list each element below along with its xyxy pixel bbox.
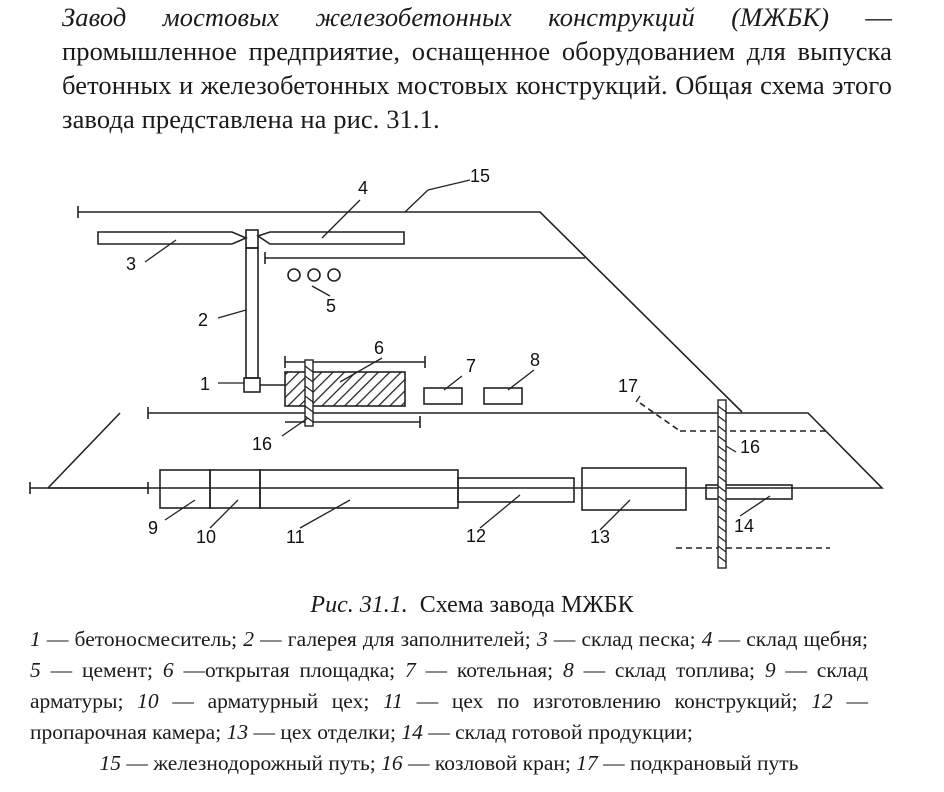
- legend-item-number: 15: [99, 751, 121, 775]
- legend-item-text: —открытая площадка;: [173, 658, 405, 682]
- legend-item-text: — котельная;: [415, 658, 563, 682]
- sand-warehouse: [97, 231, 249, 245]
- railway-lower-diagonal: [47, 412, 121, 489]
- legend-item-text: — арматурный цех;: [158, 689, 384, 713]
- label-8: 8: [530, 350, 540, 370]
- legend-item-text: — пропарочная камера;: [30, 689, 868, 744]
- legend-item-number: 11: [383, 689, 403, 713]
- label-14: 14: [734, 516, 754, 536]
- construction-shop: [259, 469, 459, 509]
- legend-item-text: — козловой кран;: [402, 751, 577, 775]
- legend-item-text: — цемент;: [40, 658, 163, 682]
- legend-item-number: 7: [404, 658, 416, 682]
- legend-item-text: — склад песка;: [547, 627, 702, 651]
- legend-item-number: 6: [162, 658, 174, 682]
- rebar-warehouse: [159, 469, 211, 509]
- label-9: 9: [148, 518, 158, 538]
- crushed-stone-warehouse: [256, 231, 405, 245]
- aggregates-gallery: [245, 247, 259, 379]
- steam-chamber: [457, 477, 575, 503]
- gantry-crane-upper-ties: [304, 365, 314, 423]
- label-5: 5: [326, 296, 336, 316]
- finished-goods-warehouse: [705, 484, 793, 500]
- label-1: 1: [200, 374, 210, 394]
- legend-item-number: 17: [576, 751, 598, 775]
- label-6: 6: [374, 338, 384, 358]
- figure-caption: Рис. 31.1. Схема завода МЖБК: [0, 590, 944, 620]
- gallery-top-node: [245, 229, 259, 249]
- intro-paragraph: Завод мостовых железобетонных конструкци…: [62, 0, 892, 136]
- boiler-house: [423, 387, 463, 405]
- legend-item-text: — склад арматуры;: [30, 658, 868, 713]
- open-site: [284, 371, 406, 407]
- railway-lower-outline: [48, 412, 884, 489]
- label-7: 7: [466, 356, 476, 376]
- finishing-shop: [581, 467, 687, 511]
- legend-item-number: 1: [30, 627, 41, 651]
- legend-item-text: — цех отделки;: [248, 720, 402, 744]
- legend-item-text: — галерея для заполнителей;: [254, 627, 537, 651]
- label-17: 17: [618, 376, 638, 396]
- legend-item-number: 9: [764, 658, 776, 682]
- legend-item-text: — склад топлива;: [573, 658, 765, 682]
- label-10: 10: [196, 527, 216, 547]
- label-16-upper: 16: [252, 434, 272, 454]
- fuel-warehouse: [483, 387, 523, 405]
- label-15: 15: [470, 166, 490, 186]
- legend-items: 1 — бетоносмеситель; 2 — галерея для зап…: [30, 627, 868, 744]
- label-4: 4: [358, 178, 368, 198]
- plant-diagram: 15 4 3 5 2 6 7 8 1 17 16 16 9 10 11 12 1…: [0, 150, 944, 590]
- gantry-crane-lower-ties: [717, 405, 727, 563]
- figure-number: Рис. 31.1.: [310, 592, 408, 618]
- legend-item-number: 8: [562, 658, 574, 682]
- plant-diagram-svg: 15 4 3 5 2 6 7 8 1 17 16 16 9 10 11 12 1…: [29, 166, 884, 569]
- legend-item-number: 4: [701, 627, 713, 651]
- legend-item-number: 5: [30, 658, 41, 682]
- cement-silo-2: [307, 268, 321, 282]
- legend-item-text: — склад щебня;: [712, 627, 868, 651]
- concrete-mixer: [243, 377, 261, 393]
- legend-item-number: 12: [811, 689, 833, 713]
- label-16-lower: 16: [740, 437, 760, 457]
- legend-item-number: 14: [401, 720, 423, 744]
- cement-silo-1: [287, 268, 301, 282]
- legend-item-number: 3: [536, 627, 548, 651]
- leader-lines: [144, 179, 771, 531]
- label-11: 11: [286, 527, 305, 547]
- railway-upper-line: [78, 211, 743, 413]
- legend-item-number: 10: [137, 689, 159, 713]
- legend-item-text: — подкрановый путь: [597, 751, 799, 775]
- legend-item-number: 2: [243, 627, 254, 651]
- intro-text: — промышленное предприятие, оснащенное о…: [62, 2, 893, 134]
- legend-item-text: — железнодорожный путь;: [120, 751, 382, 775]
- label-13: 13: [590, 527, 610, 547]
- crane-runway-upper: [639, 402, 681, 432]
- figure-title: Схема завода МЖБК: [419, 592, 634, 618]
- intro-term: Завод мостовых железобетонных конструкци…: [62, 2, 830, 32]
- gantry-crane-lower: [717, 399, 727, 569]
- label-2: 2: [198, 310, 208, 330]
- legend-item-number: 16: [381, 751, 403, 775]
- legend-item-text: — бетоносмеситель;: [40, 627, 244, 651]
- legend-item-number: 13: [226, 720, 249, 744]
- cement-silo-3: [327, 268, 341, 282]
- label-3: 3: [126, 254, 136, 274]
- gantry-crane-upper: [304, 359, 314, 427]
- legend-last-line: 15 — железнодорожный путь; 16 — козловой…: [30, 748, 868, 779]
- figure-legend: 1 — бетоносмеситель; 2 — галерея для зап…: [30, 624, 868, 779]
- label-12: 12: [466, 526, 486, 546]
- legend-item-text: — цех по изготовлению конструкций;: [402, 689, 812, 713]
- legend-item-text: — склад готовой продукции;: [422, 720, 693, 744]
